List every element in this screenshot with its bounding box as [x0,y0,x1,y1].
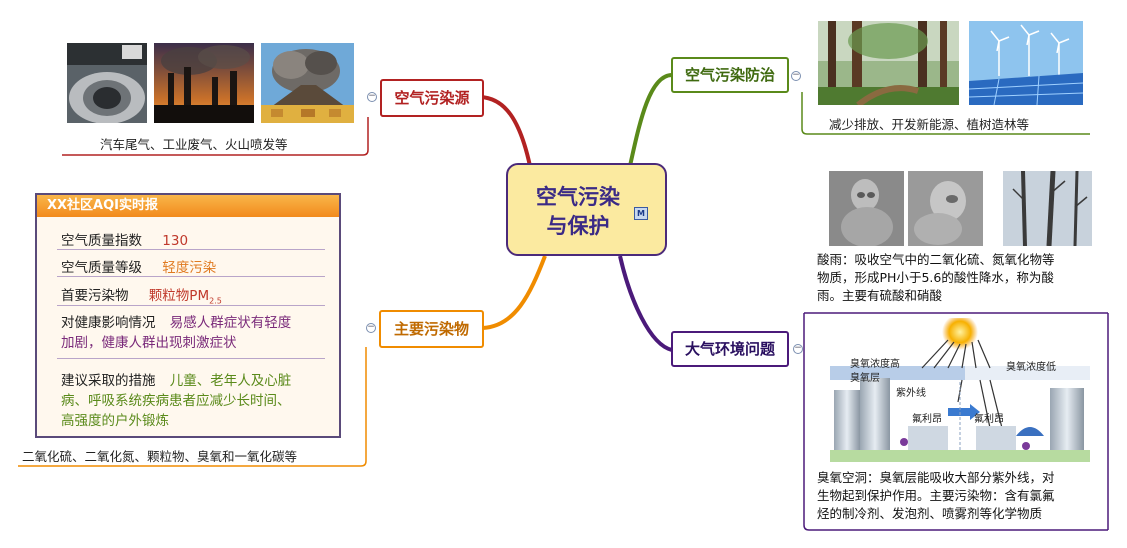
aqi-advice-text: 儿童、老年人及心脏 [169,373,292,389]
ozone-high-label: 臭氧浓度高 [850,359,900,370]
divider [57,249,325,250]
central-title: 空气污染 与保护 [536,185,620,238]
collapse-icon[interactable]: − [791,70,801,81]
divider [57,276,325,277]
forest-photo [818,21,959,105]
branch-node-prevention[interactable]: 空气污染防治 [671,57,789,93]
acid-rain-statue-photo [829,171,904,246]
aqi-report-card: XX社区AQI实时报 空气质量指数 130 空气质量等级 轻度污染 首要污染物 … [35,193,341,438]
aqi-index-label: 空气质量指数 [61,233,142,249]
sources-caption: 汽车尾气、工业废气、火山喷发等 [100,137,288,152]
aqi-index-value: 130 [162,233,189,249]
map-marker-icon: M [634,207,648,220]
aqi-level-label: 空气质量等级 [61,260,142,276]
aqi-health-text-cont: 加剧，健康人群出现刺激症状 [61,335,237,351]
aqi-level-value: 轻度污染 [162,260,217,276]
ozone-layer-diagram: 臭氧浓度高 臭氧层 臭氧浓度低 紫外线 氟利昂 氟利昂 [830,318,1090,462]
ozone-hole-description: 臭氧空洞：臭氧层能吸收大部分紫外线，对 生物起到保护作用。主要污染物：含有氯氟 … [817,470,1055,521]
aqi-health-text: 易感人群症状有轻度 [169,315,292,331]
collapse-icon[interactable]: − [366,322,376,333]
acid-rain-description: 酸雨：吸收空气中的二氧化硫、氮氧化物等 物质，形成PH小于5.6的酸性降水，称为… [817,252,1055,303]
car-exhaust-photo [67,43,147,123]
aqi-health-label: 对健康影响情况 [61,315,156,331]
aqi-advice-text-cont: 病、呼吸系统疾病患者应减少长时间、 [61,393,291,409]
prevention-caption: 减少排放、开发新能源、植树造林等 [829,117,1030,132]
branch-node-problems[interactable]: 大气环境问题 [671,331,789,367]
factory-smoke-photo [154,43,254,123]
aqi-advice-label: 建议采取的措施 [61,373,156,389]
aqi-primary-value: 颗粒物PM [148,288,210,304]
dead-trees-photo [1003,171,1092,246]
divider [57,358,325,359]
cfc-left-label: 氟利昂 [912,414,942,425]
collapse-icon[interactable]: − [793,343,803,354]
ozone-layer-label: 臭氧层 [850,373,880,384]
central-topic[interactable]: 空气污染 与保护 M [506,163,667,256]
aqi-report-header: XX社区AQI实时报 [37,195,339,217]
aqi-primary-label: 首要污染物 [61,288,129,304]
aqi-advice-text-end: 高强度的户外锻炼 [61,413,169,429]
divider [57,305,325,306]
collapse-icon[interactable]: − [367,91,377,102]
aqi-primary-subscript: 2.5 [209,296,222,306]
eroded-statue-photo [908,171,983,246]
cfc-right-label: 氟利昂 [974,414,1004,425]
branch-node-sources[interactable]: 空气污染源 [380,79,484,117]
branch-node-main-pollutants[interactable]: 主要污染物 [379,310,484,348]
wind-solar-farm-photo [969,21,1083,105]
main-pollutants-caption: 二氧化硫、二氧化氮、颗粒物、臭氧和一氧化碳等 [22,449,298,464]
volcano-eruption-photo [261,43,354,123]
ozone-low-label: 臭氧浓度低 [1006,362,1056,373]
uv-label: 紫外线 [896,388,926,399]
